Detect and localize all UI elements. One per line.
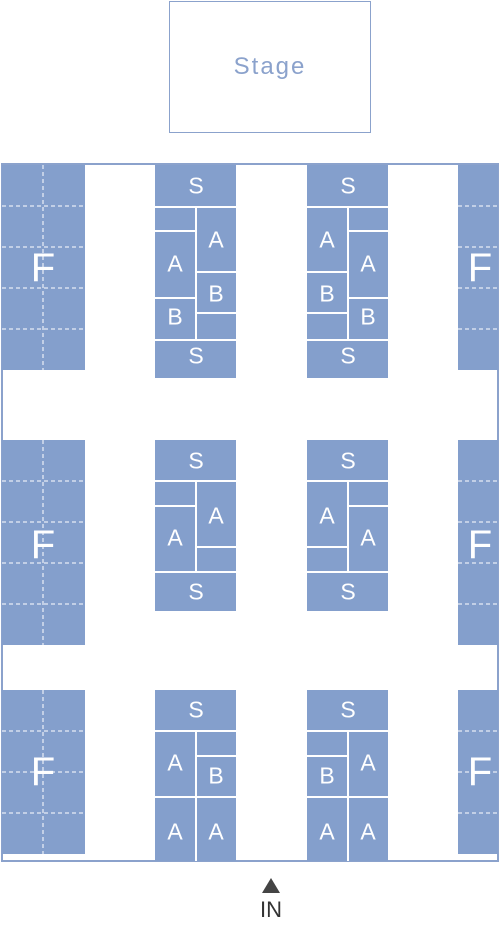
section-a-label: A xyxy=(319,226,335,253)
section-b-label: B xyxy=(360,303,376,330)
section-a-label: A xyxy=(360,524,376,551)
section-a-label: A xyxy=(167,749,183,776)
section-b-label: B xyxy=(208,762,224,789)
seat-block-f-right-front[interactable]: F xyxy=(458,165,498,370)
section-s-label: S xyxy=(188,342,204,369)
entrance-label: IN xyxy=(260,897,282,922)
section-a-label: A xyxy=(360,749,376,776)
entrance: IN xyxy=(251,878,291,923)
section-f-label: F xyxy=(467,750,493,794)
section-s-label: S xyxy=(188,696,204,723)
section-b-label: B xyxy=(319,762,335,789)
seat-block-center-left-front[interactable]: S A A B B S xyxy=(155,165,236,378)
seat-block-f-left-back[interactable]: F xyxy=(2,690,85,854)
section-s-label: S xyxy=(340,447,356,474)
section-a-label: A xyxy=(319,818,335,845)
section-f-label: F xyxy=(30,246,56,290)
section-a-label: A xyxy=(208,818,224,845)
stage: Stage xyxy=(169,1,371,133)
section-a-label: A xyxy=(208,226,224,253)
seat-block-f-right-back[interactable]: F xyxy=(458,690,498,854)
section-a-label: A xyxy=(167,524,183,551)
section-a-label: A xyxy=(167,250,183,277)
seat-block-f-left-front[interactable]: F xyxy=(2,165,85,370)
section-s-label: S xyxy=(340,696,356,723)
section-s-label: S xyxy=(340,172,356,199)
section-a-label: A xyxy=(167,818,183,845)
section-a-label: A xyxy=(360,818,376,845)
section-s-label: S xyxy=(188,447,204,474)
section-s-label: S xyxy=(188,172,204,199)
section-f-label: F xyxy=(467,523,493,567)
up-arrow-icon xyxy=(262,878,280,893)
section-f-label: F xyxy=(467,246,493,290)
section-f-label: F xyxy=(30,523,56,567)
seat-block-f-right-middle[interactable]: F xyxy=(458,440,498,645)
section-b-label: B xyxy=(208,280,224,307)
section-a-label: A xyxy=(319,502,335,529)
section-a-label: A xyxy=(208,502,224,529)
section-f-label: F xyxy=(30,750,56,794)
seat-block-center-right-middle[interactable]: S A A S xyxy=(307,440,388,611)
seat-block-center-right-back[interactable]: S B A A A xyxy=(307,690,388,861)
section-s-label: S xyxy=(340,342,356,369)
section-a-label: A xyxy=(360,250,376,277)
stage-label: Stage xyxy=(233,53,307,80)
seat-block-center-left-back[interactable]: S A B A A xyxy=(155,690,236,861)
section-s-label: S xyxy=(188,578,204,605)
section-s-label: S xyxy=(340,578,356,605)
seat-block-center-left-middle[interactable]: S A A S xyxy=(155,440,236,611)
section-b-label: B xyxy=(319,280,335,307)
seat-block-center-right-front[interactable]: S A A B B S xyxy=(307,165,388,378)
section-b-label: B xyxy=(167,303,183,330)
seat-block-f-left-middle[interactable]: F xyxy=(2,440,85,645)
